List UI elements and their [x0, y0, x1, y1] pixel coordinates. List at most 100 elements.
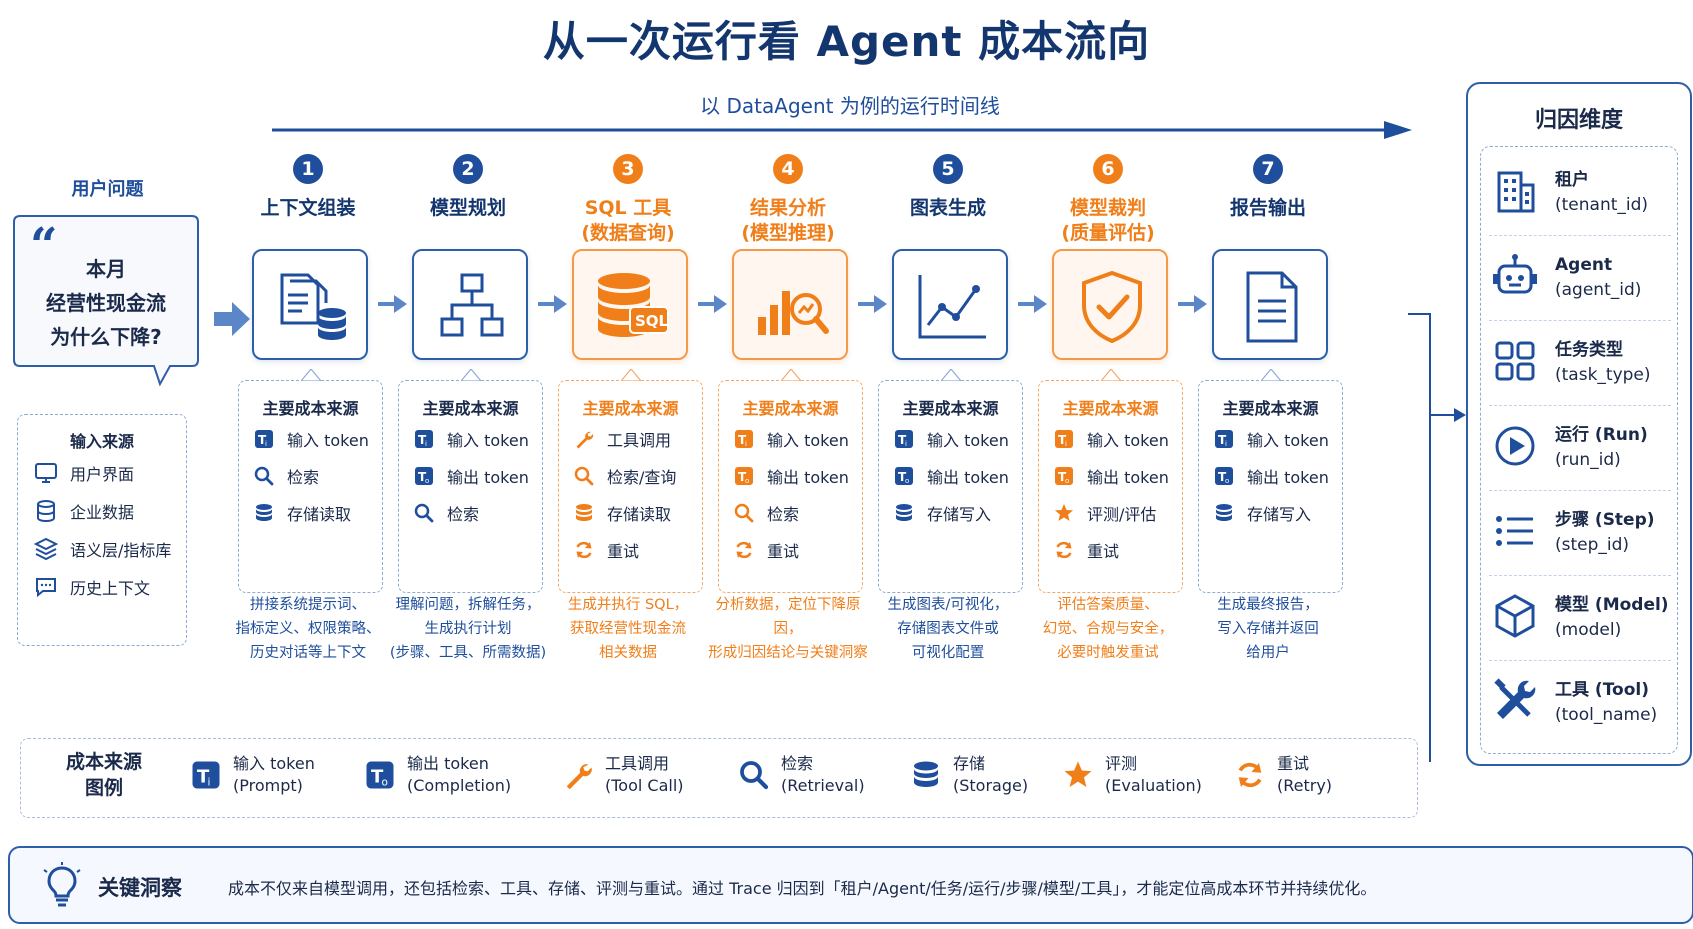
question-bubble: [13, 215, 199, 387]
description-line: 评估答案质量、: [1057, 597, 1159, 613]
legend-item-sub: (Evaluation): [1105, 776, 1202, 795]
legend-item: 工具调用(Tool Call): [561, 753, 684, 797]
legend-item-sub: (Completion): [407, 776, 512, 795]
input-item: 企业数据: [34, 499, 134, 523]
description-line: 生成图表/可视化，: [887, 597, 1009, 613]
attribution-item: 租户 (tenant_id): [1491, 153, 1669, 233]
pointer-triangle: [781, 369, 801, 381]
legend-item: 存储(Storage): [909, 753, 1028, 797]
cost-source-label: 输出 token: [1087, 468, 1169, 487]
legend-item-sub: (Storage): [953, 776, 1029, 795]
attribution-item: 任务类型(task_type): [1491, 323, 1669, 403]
attribution-name: 租户: [1555, 170, 1589, 190]
step-title: 模型规划: [388, 196, 548, 221]
cost-source-label: 检索: [287, 468, 320, 487]
star-icon: [1053, 502, 1075, 524]
input-item: 语义层/指标库: [34, 537, 171, 561]
legend-item-name: 输出 token: [407, 754, 489, 773]
legend-item-name: 输入 token: [233, 754, 315, 773]
layers-icon: [34, 537, 58, 561]
attribution-separator: [1489, 490, 1671, 491]
step-icon-box: [1052, 249, 1168, 360]
cost-source-label: 输入 token: [767, 431, 849, 450]
step-icon-box: [412, 249, 528, 360]
attribution-separator: [1489, 660, 1671, 661]
cost-source-label: 输出 token: [1247, 468, 1329, 487]
question-label: 用户问题: [71, 179, 144, 200]
cost-source-item: 检索: [733, 501, 799, 525]
legend-item-name: 评测: [1105, 754, 1138, 773]
cost-source-label: 重试: [1087, 542, 1120, 561]
retry-icon: [733, 539, 755, 561]
attribution-separator: [1489, 405, 1671, 406]
cost-source-label: 存储写入: [1247, 505, 1312, 524]
description-line: 写入存储并返回: [1217, 621, 1319, 637]
description-line: 必要时触发重试: [1057, 645, 1159, 661]
cost-source-label: 输出 token: [447, 468, 529, 487]
legend-item: 重试(Retry): [1233, 753, 1332, 797]
legend-item-sub: (Retry): [1277, 776, 1333, 795]
attribution-name: 任务类型: [1555, 340, 1623, 360]
svg-text:T: T: [1218, 433, 1227, 447]
retry-icon: [1053, 539, 1075, 561]
cost-source-item: 存储读取: [573, 501, 671, 525]
description-line: 历史对话等上下文: [250, 645, 366, 661]
storage-icon: [1213, 502, 1235, 524]
step-title: 上下文组装: [228, 196, 388, 221]
legend-item-sub: (Retrieval): [781, 776, 865, 795]
cost-source-label: 重试: [607, 542, 640, 561]
pointer-triangle: [301, 369, 321, 381]
description-line: 理解问题，拆解任务，: [395, 597, 541, 613]
building-icon: [1491, 167, 1555, 219]
pointer-triangle: [1101, 369, 1121, 381]
attribution-name: Agent: [1555, 255, 1613, 275]
svg-text:o: o: [1065, 477, 1069, 485]
cost-source-label: 输出 token: [927, 468, 1009, 487]
cost-source-label: 输入 token: [1247, 431, 1329, 450]
pointer-triangle: [1261, 369, 1281, 381]
step-icon-box: [732, 249, 848, 360]
step-title-line1: 结果分析: [749, 197, 826, 219]
cost-source-box: 主要成本来源工具调用检索/查询存储读取重试: [558, 369, 703, 593]
step-description: 评估答案质量、幻觉、合规与安全， 必要时触发重试: [1022, 593, 1194, 665]
cost-source-item: 存储写入: [893, 501, 991, 525]
input-item: 用户界面: [34, 461, 134, 485]
svg-text:T: T: [738, 470, 747, 484]
svg-text:T: T: [197, 767, 210, 788]
attribution-separator: [1489, 235, 1671, 236]
attribution-key: (tenant_id): [1555, 195, 1649, 215]
search-icon: [733, 502, 755, 524]
cost-source-item: 工具调用: [573, 427, 671, 451]
flow-arrow: [1018, 295, 1047, 313]
description-line: 幻觉、合规与安全，: [1042, 621, 1174, 637]
play-icon: [1491, 422, 1555, 474]
svg-text:SQL: SQL: [635, 312, 669, 330]
pointer-triangle: [461, 369, 481, 381]
list-icon: [1491, 507, 1555, 559]
step-number-badge: 2: [453, 154, 483, 184]
step-number-badge: 3: [613, 154, 643, 184]
wrench-icon: [561, 758, 595, 792]
tool-icon: [573, 428, 595, 450]
page-title: 从一次运行看 Agent 成本流向: [542, 17, 1151, 66]
cost-source-item: 存储写入: [1213, 501, 1311, 525]
step-number-badge: 5: [933, 154, 963, 184]
attribution-item: 步骤 (Step)(step_id): [1491, 493, 1669, 573]
cost-source-item: 检索: [253, 464, 319, 488]
step-title-line1: 报告输出: [1229, 197, 1306, 219]
svg-text:T: T: [898, 470, 907, 484]
step-description: 分析数据，定位下降原因，形成归因结论与关键洞察: [702, 593, 874, 665]
